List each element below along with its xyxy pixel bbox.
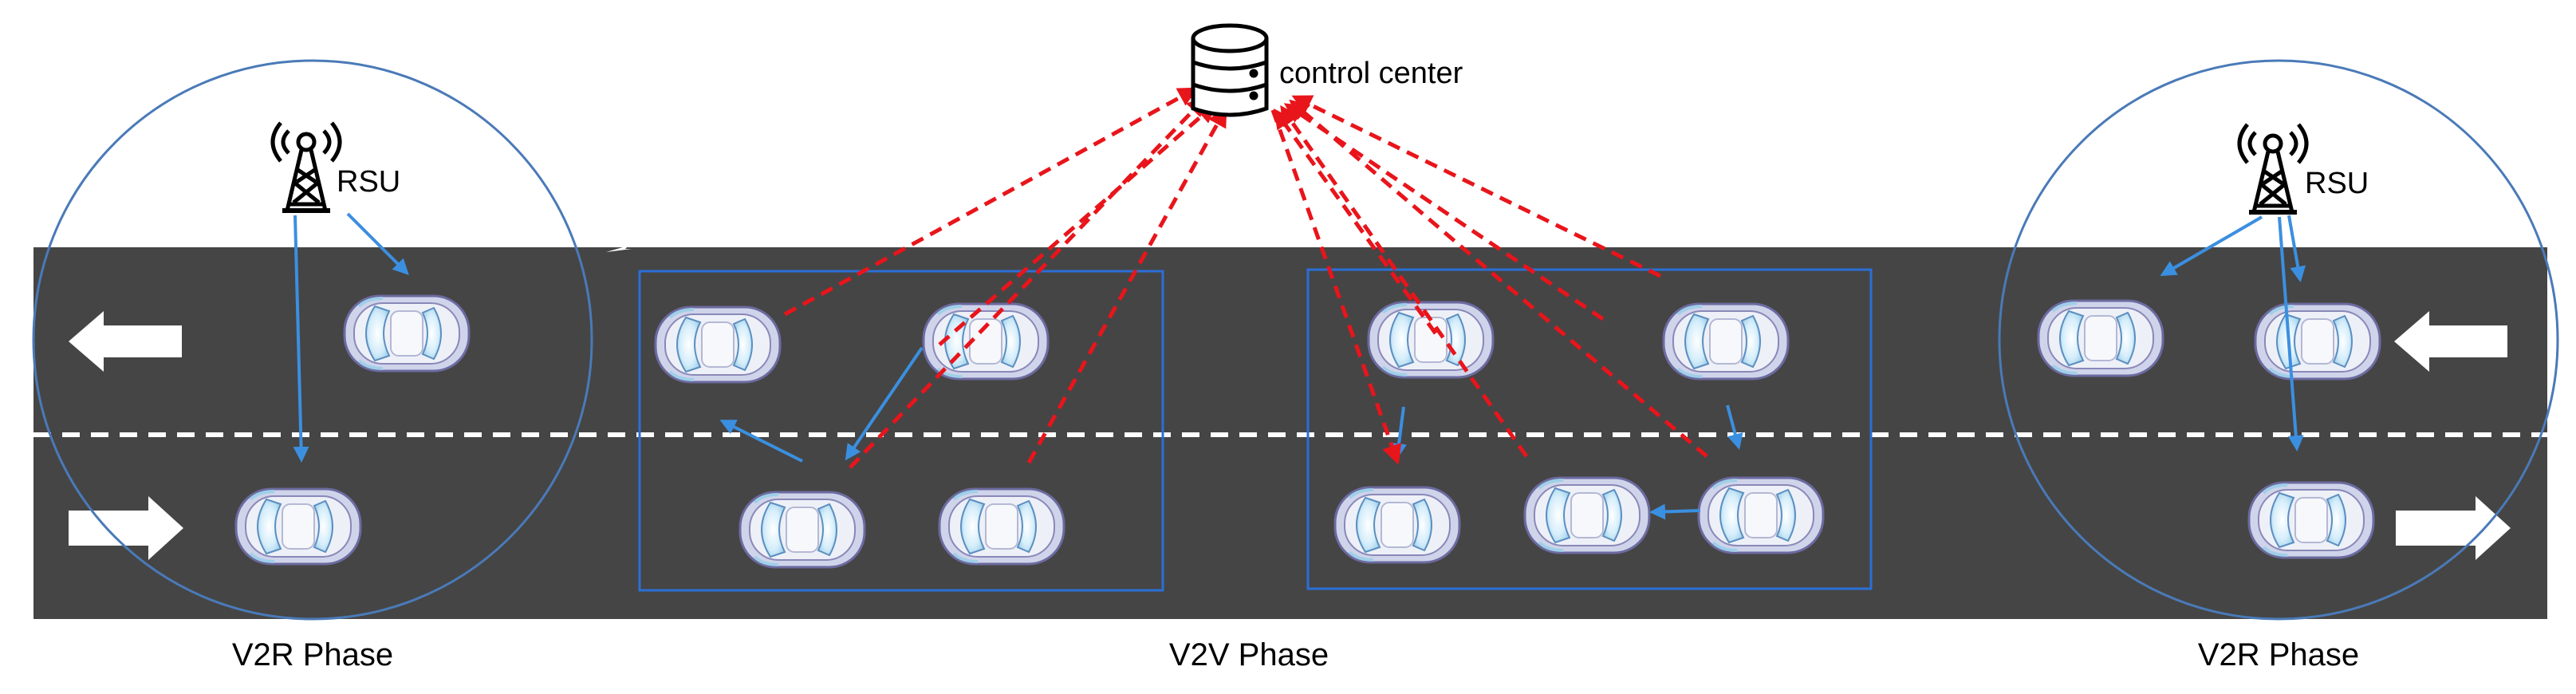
rsu-coverage-left <box>32 59 593 621</box>
car-to-center-link <box>783 87 1199 317</box>
radio-tower-icon <box>273 123 340 211</box>
small-white-arrow-mark <box>606 246 632 252</box>
car-to-center-link <box>1274 108 1438 335</box>
car-to-center-link <box>1280 104 1529 458</box>
car <box>654 306 782 384</box>
left-direction-arrow <box>69 311 182 372</box>
rsu-to-car-link <box>2287 215 2306 282</box>
rsu-to-car-link <box>293 215 309 463</box>
red-links <box>783 87 1708 469</box>
v2v-group-box-left <box>638 270 1164 592</box>
car <box>2254 302 2381 381</box>
rsu-to-car-link <box>2160 215 2263 277</box>
car <box>234 487 362 566</box>
rsu-label-left: RSU <box>337 165 400 199</box>
car-to-center-link <box>1026 106 1227 464</box>
left-direction-arrow <box>2394 311 2507 372</box>
database-server-icon <box>1191 23 1269 117</box>
rsu-to-car-link <box>2278 216 2304 451</box>
car <box>1697 476 1825 554</box>
car <box>2247 481 2375 559</box>
rsu-to-car-link <box>346 212 409 275</box>
car-to-center-link <box>1291 95 1662 278</box>
car-to-center-link <box>849 96 1207 469</box>
phase-label-middle: V2V Phase <box>1169 637 1329 672</box>
car <box>343 294 471 373</box>
rsu-coverage-right <box>1998 59 2559 621</box>
phase-label-left: V2R Phase <box>232 637 393 672</box>
car <box>739 491 866 569</box>
car-to-center-link <box>1289 99 1708 458</box>
car <box>938 487 1065 566</box>
control-center-label: control center <box>1279 57 1463 90</box>
car <box>1662 302 1790 381</box>
phase-label-right: V2R Phase <box>2198 637 2359 672</box>
v2v-group-box-right <box>1306 268 1873 590</box>
car <box>1523 476 1651 554</box>
car <box>1367 301 1495 379</box>
rsu-label-right: RSU <box>2305 167 2369 200</box>
v2v-link <box>719 420 803 463</box>
v2v-link <box>1649 503 1701 520</box>
car <box>2037 299 2164 377</box>
v2v-link <box>1726 404 1743 450</box>
v2v-link <box>845 346 924 461</box>
blue-links <box>293 212 2306 520</box>
car <box>1333 486 1461 564</box>
radio-tower-icon <box>2239 124 2306 212</box>
right-direction-arrow <box>69 496 183 560</box>
right-direction-arrow <box>2396 496 2511 560</box>
